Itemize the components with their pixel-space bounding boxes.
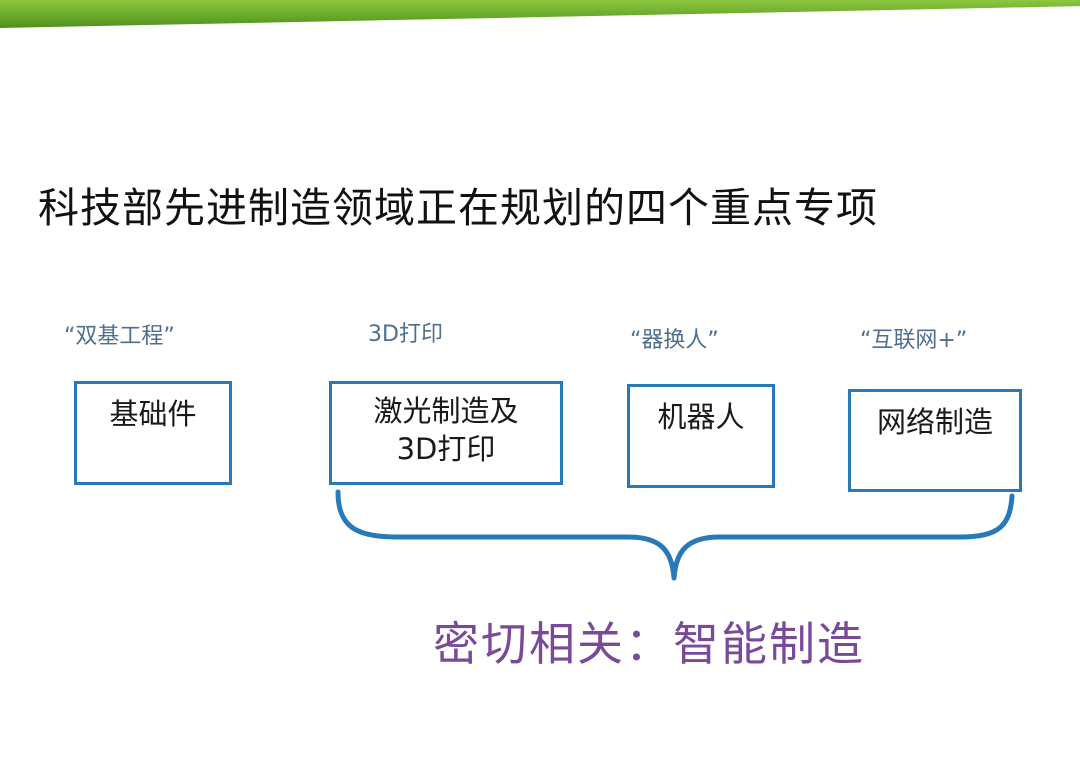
box-laser-manufacturing: 激光制造及 3D打印: [329, 381, 563, 485]
conclusion-text: 密切相关：智能制造: [433, 617, 865, 671]
box-network-manufacturing-text: 网络制造: [876, 405, 993, 439]
box-basic-parts: 基础件: [74, 381, 232, 485]
category-label-3d-printing: 3D打印: [368, 322, 443, 347]
category-label-qihuanren: “器换人”: [630, 328, 719, 353]
box-basic-parts-text: 基础件: [109, 397, 197, 431]
box-robot-text: 机器人: [657, 400, 745, 434]
box-laser-manufacturing-text: 激光制造及 3D打印: [373, 394, 519, 466]
curly-brace-path: [335, 489, 1015, 581]
box-network-manufacturing: 网络制造: [848, 389, 1022, 492]
category-label-internet-plus: “互联网+”: [860, 328, 968, 353]
slide-title: 科技部先进制造领域正在规划的四个重点专项: [38, 184, 878, 232]
box-robot: 机器人: [627, 384, 775, 488]
category-label-shuangji: “双基工程”: [64, 324, 175, 349]
